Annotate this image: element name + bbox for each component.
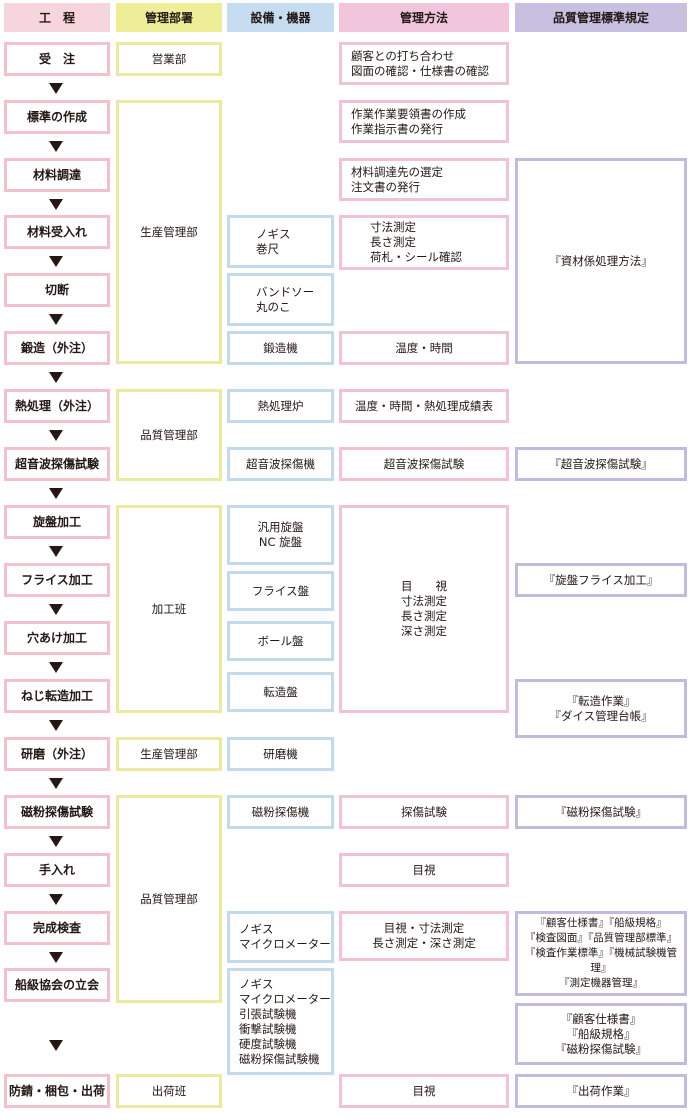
method-box: 顧客との打ち合わせ 図面の確認・仕様書の確認 [339,42,509,85]
process-step: 船級協会の立会 [4,968,110,1002]
method-box: 超音波探傷試験 [339,447,509,481]
flow-arrow [49,836,63,847]
flow-arrow [49,546,63,557]
standard-box: 『超音波探傷試験』 [515,447,687,481]
standard-box: 『出荷作業』 [515,1074,687,1108]
method-box: 目視 [339,1074,509,1108]
equipment-box: 超音波探傷機 [227,447,334,481]
method-box: 目 視 寸法測定 長さ測定 深さ測定 [339,505,509,713]
process-step: 旋盤加工 [4,505,110,539]
header-standard: 品質管理標準規定 [515,3,687,32]
flow-arrow [49,720,63,731]
equipment-box: 研磨機 [227,737,334,771]
department-box: 生産管理部 [116,737,222,771]
process-step: ねじ転造加工 [4,679,110,713]
equipment-box: バンドソー 丸のこ [227,273,334,326]
flow-arrow [49,141,63,152]
equipment-box: ノギス 巻尺 [227,215,334,268]
process-step: 材料調達 [4,158,110,192]
flow-arrow [49,604,63,615]
process-step: 切断 [4,273,110,307]
process-step: 材料受入れ [4,215,110,249]
equipment-box: 転造盤 [227,672,334,712]
header-department: 管理部署 [116,3,222,32]
method-box: 温度・時間・熱処理成績表 [339,389,509,423]
process-step: 磁粉探傷試験 [4,795,110,829]
method-box: 材料調達先の選定 注文書の発行 [339,158,509,201]
header-equipment: 設備・機器 [227,3,334,32]
standard-box: 『転造作業』 『ダイス管理台帳』 [515,679,687,738]
process-step: 超音波探傷試験 [4,447,110,481]
process-step: 受 注 [4,42,110,76]
department-box: 生産管理部 [116,100,222,364]
method-box: 目視・寸法測定 長さ測定・深さ測定 [339,911,509,961]
process-step: 防錆・梱包・出荷 [4,1074,110,1108]
method-box: 目視 [339,853,509,887]
standard-box: 『顧客仕様書』 『船級規格』 『磁粉探傷試験』 [515,1003,687,1065]
flow-arrow [49,488,63,499]
equipment-box: ボール盤 [227,621,334,661]
flow-arrow [49,83,63,94]
flow-arrow [49,430,63,441]
equipment-box: 熱処理炉 [227,389,334,423]
department-box: 加工班 [116,505,222,713]
method-box: 作業作業要領書の作成 作業指示書の発行 [339,100,509,143]
process-step: 手入れ [4,853,110,887]
department-box: 品質管理部 [116,795,222,1003]
equipment-box: ノギス マイクロメーター [227,911,334,963]
method-box: 寸法測定 長さ測定 荷札・シール確認 [339,215,509,270]
process-step: 鍛造（外注） [4,331,110,365]
department-box: 営業部 [116,42,222,76]
standard-box: 『磁粉探傷試験』 [515,795,687,829]
standard-box: 『顧客仕様書』『船級規格』 『検査図面』『品質管理部標準』 『検査作業標準』『機… [515,911,687,996]
process-step: 完成検査 [4,911,110,945]
header-process: 工 程 [4,3,110,32]
method-box: 探傷試験 [339,795,509,829]
flow-arrow [49,1040,63,1051]
process-step: フライス加工 [4,563,110,597]
standard-box: 『旋盤フライス加工』 [515,563,687,597]
flow-arrow [49,952,63,963]
flow-arrow [49,199,63,210]
equipment-box: 磁粉探傷機 [227,795,334,829]
flow-arrow [49,894,63,905]
department-box: 品質管理部 [116,389,222,481]
equipment-box: ノギス マイクロメーター 引張試験機 衝撃試験機 硬度試験機 磁粉探傷試験機 [227,968,334,1075]
process-step: 標準の作成 [4,100,110,134]
standard-box: 『資材係処理方法』 [515,158,687,364]
equipment-box: 汎用旋盤 NC 旋盤 [227,505,334,565]
process-step: 研磨（外注） [4,737,110,771]
flow-arrow [49,778,63,789]
process-step: 穴あけ加工 [4,621,110,655]
equipment-box: 鍛造機 [227,331,334,365]
flow-arrow [49,314,63,325]
header-method: 管理方法 [339,3,509,32]
flow-arrow [49,372,63,383]
flow-arrow [49,662,63,673]
equipment-box: フライス盤 [227,571,334,611]
method-box: 温度・時間 [339,331,509,365]
process-step: 熱処理（外注） [4,389,110,423]
flow-arrow [49,256,63,267]
department-box: 出荷班 [116,1074,222,1108]
